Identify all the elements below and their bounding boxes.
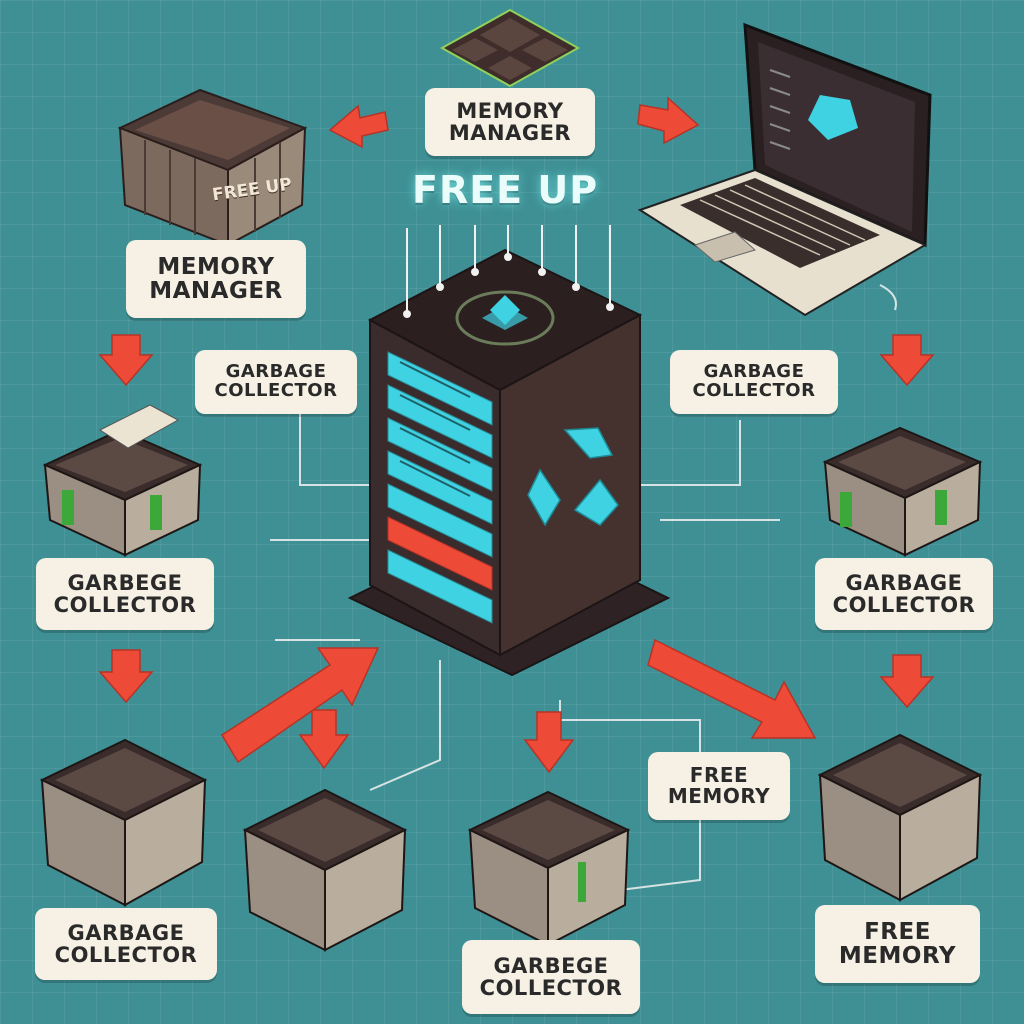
connector-line (299, 410, 380, 486)
connector-line (879, 284, 897, 311)
arrow-down (879, 654, 935, 709)
arrow-right (637, 96, 700, 145)
label-free-memory-bottom-right: FREE MEMORY (815, 905, 980, 983)
connector-line (640, 420, 741, 486)
arrow-diagonal-down (647, 638, 817, 739)
arrow-down (879, 334, 935, 387)
label-garbage-collector-right-mid: GARBAGE COLLECTOR (815, 558, 993, 630)
label-garbage-collector-left-mid: GARBEGE COLLECTOR (36, 558, 214, 630)
arrow-down (98, 649, 154, 704)
arrow-diagonal-up (220, 647, 380, 764)
arrow-down (298, 709, 350, 770)
label-garbage-collector-center-right: GARBAGE COLLECTOR (670, 350, 838, 414)
label-memory-manager-top: MEMORY MANAGER (425, 88, 595, 156)
label-memory-manager-left: MEMORY MANAGER (126, 240, 306, 318)
connector-line (369, 660, 441, 791)
label-garbage-collector-center-left: GARBAGE COLLECTOR (195, 350, 357, 414)
arrow-left (328, 104, 389, 149)
center-title: FREE UP (412, 168, 599, 212)
arrow-down (523, 711, 575, 774)
label-garbage-collector-bottom-left: GARBAGE COLLECTOR (35, 908, 217, 980)
label-garbage-collector-bottom-center: GARBEGE COLLECTOR (462, 940, 640, 1014)
arrow-down (98, 334, 154, 387)
label-free-memory-center: FREE MEMORY (648, 752, 790, 820)
